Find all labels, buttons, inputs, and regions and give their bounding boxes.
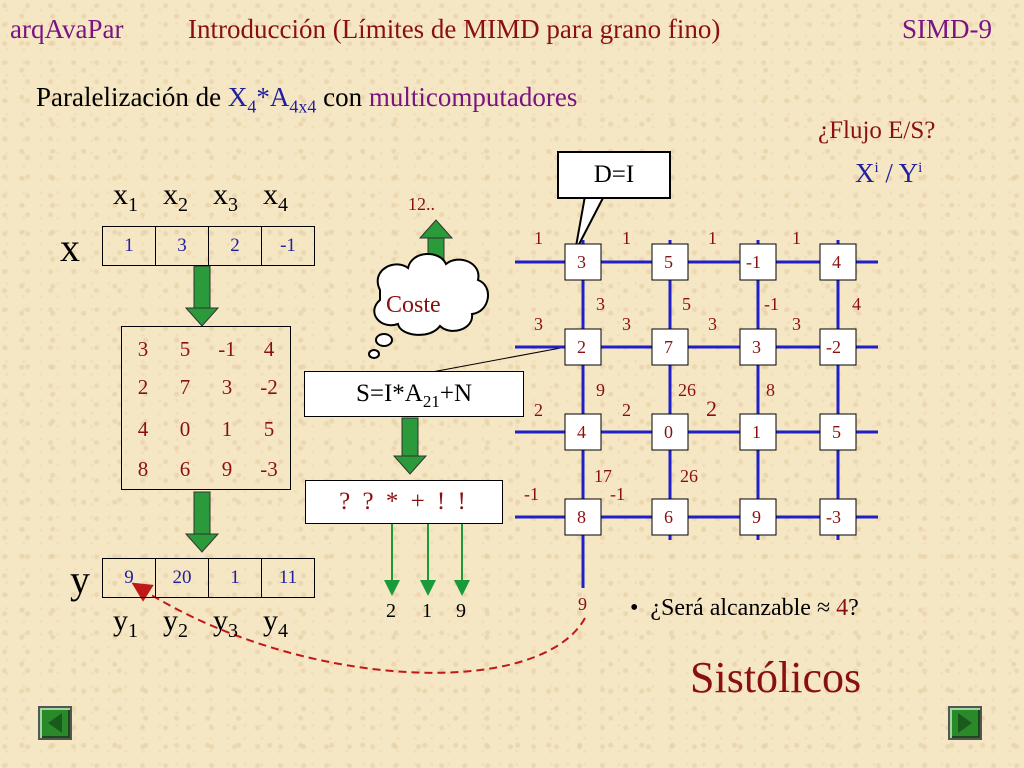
output-value: 2	[386, 600, 396, 622]
x-cell: -1	[261, 226, 315, 266]
mesh-flow-value: 3	[708, 314, 717, 334]
prev-slide-button[interactable]	[38, 706, 72, 740]
mesh-node: 0	[664, 422, 673, 442]
output-top-label: 12..	[408, 194, 435, 214]
mesh-top-input: 1	[708, 228, 717, 248]
feedback-curve	[131, 582, 586, 674]
mesh-node: 4	[832, 252, 841, 272]
mesh-flow-value: 8	[766, 380, 775, 400]
operation-formula: S=I*A21+N	[304, 371, 524, 417]
mesh-flow-value: 2	[622, 400, 631, 420]
output-value: 9	[456, 600, 466, 622]
mesh-flow-value: 3	[596, 294, 605, 314]
mesh-node: 7	[664, 337, 673, 357]
bullet-question: • ¿Será alcanzable ≈ 4?	[630, 595, 859, 621]
mesh-node: -1	[746, 252, 761, 272]
mesh-flow-value: 2	[534, 400, 543, 420]
mesh-node: -2	[826, 337, 841, 357]
mesh-top-input: 1	[622, 228, 631, 248]
mesh-flow-value: 5	[682, 294, 691, 314]
mesh-nodes	[564, 243, 857, 536]
next-slide-button[interactable]	[948, 706, 982, 740]
header-right: SIMD-9	[902, 14, 993, 44]
mesh-flow-value: -1	[610, 484, 625, 504]
mesh-node: 3	[752, 337, 761, 357]
y-cell: 9	[102, 558, 156, 598]
mesh-top-input: 1	[792, 228, 801, 248]
operation-sequence: ? ? * + ! !	[305, 480, 503, 524]
next-arrow-icon	[958, 713, 972, 733]
mesh-node: 5	[832, 422, 841, 442]
down-arrow-2	[184, 491, 220, 553]
cost-cloud	[368, 253, 489, 359]
mesh-flow-value: -1	[764, 294, 779, 314]
section-title: Sistólicos	[690, 653, 862, 702]
mesh-flow-value: 3	[792, 314, 801, 334]
header-left: arqAvaPar	[10, 14, 124, 44]
output-value: 1	[422, 600, 432, 622]
mesh-node: -3	[826, 507, 841, 527]
x-cell: 1	[102, 226, 156, 266]
header-title: Introducción (Límites de MIMD para grano…	[188, 14, 721, 44]
mesh-flow-value: 9	[596, 380, 605, 400]
mesh-node: 3	[577, 252, 586, 272]
xy-label: Xi / Yi	[855, 158, 923, 188]
cost-label: Coste	[386, 292, 441, 318]
mesh-flow-value: 4	[852, 294, 861, 314]
x-vector-name: x	[60, 225, 80, 270]
mesh-bottom-output: 9	[578, 594, 587, 614]
subtitle: Paralelización de X4*A4x4 con multicompu…	[36, 82, 578, 117]
mesh-flow-value: 26	[680, 466, 698, 486]
mesh-node: 2	[577, 337, 586, 357]
callout-di: D=I	[557, 151, 671, 199]
y-cell: 20	[155, 558, 209, 598]
mesh-flow-value: 3	[622, 314, 631, 334]
mesh-node: 8	[577, 507, 586, 527]
x-cell: 3	[155, 226, 209, 266]
mesh-flow-value: -1	[524, 484, 539, 504]
mesh-flow-value: 17	[594, 466, 612, 486]
mesh-node: 4	[577, 422, 586, 442]
prev-arrow-icon	[48, 713, 62, 733]
mesh-node: 6	[664, 507, 673, 527]
down-arrow-1	[184, 265, 220, 327]
mesh-top-input: 1	[534, 228, 543, 248]
mesh-flow-value: 2	[706, 396, 717, 421]
y-vector-name: y	[70, 557, 90, 602]
mesh-node: 9	[752, 507, 761, 527]
mesh-flow-value: 26	[678, 380, 696, 400]
io-question: ¿Flujo E/S?	[818, 117, 936, 144]
x-vector-table: 1 3 2 -1	[102, 226, 315, 266]
y-cell: 1	[208, 558, 262, 598]
x-cell: 2	[208, 226, 262, 266]
y-cell: 11	[261, 558, 315, 598]
mesh-node: 1	[752, 422, 761, 442]
mesh-node: 5	[664, 252, 673, 272]
output-arrows	[384, 524, 470, 596]
mesh-flow-value: 3	[534, 314, 543, 334]
y-vector-table: 9 20 1 11	[102, 558, 315, 598]
down-arrow-3	[392, 417, 428, 475]
